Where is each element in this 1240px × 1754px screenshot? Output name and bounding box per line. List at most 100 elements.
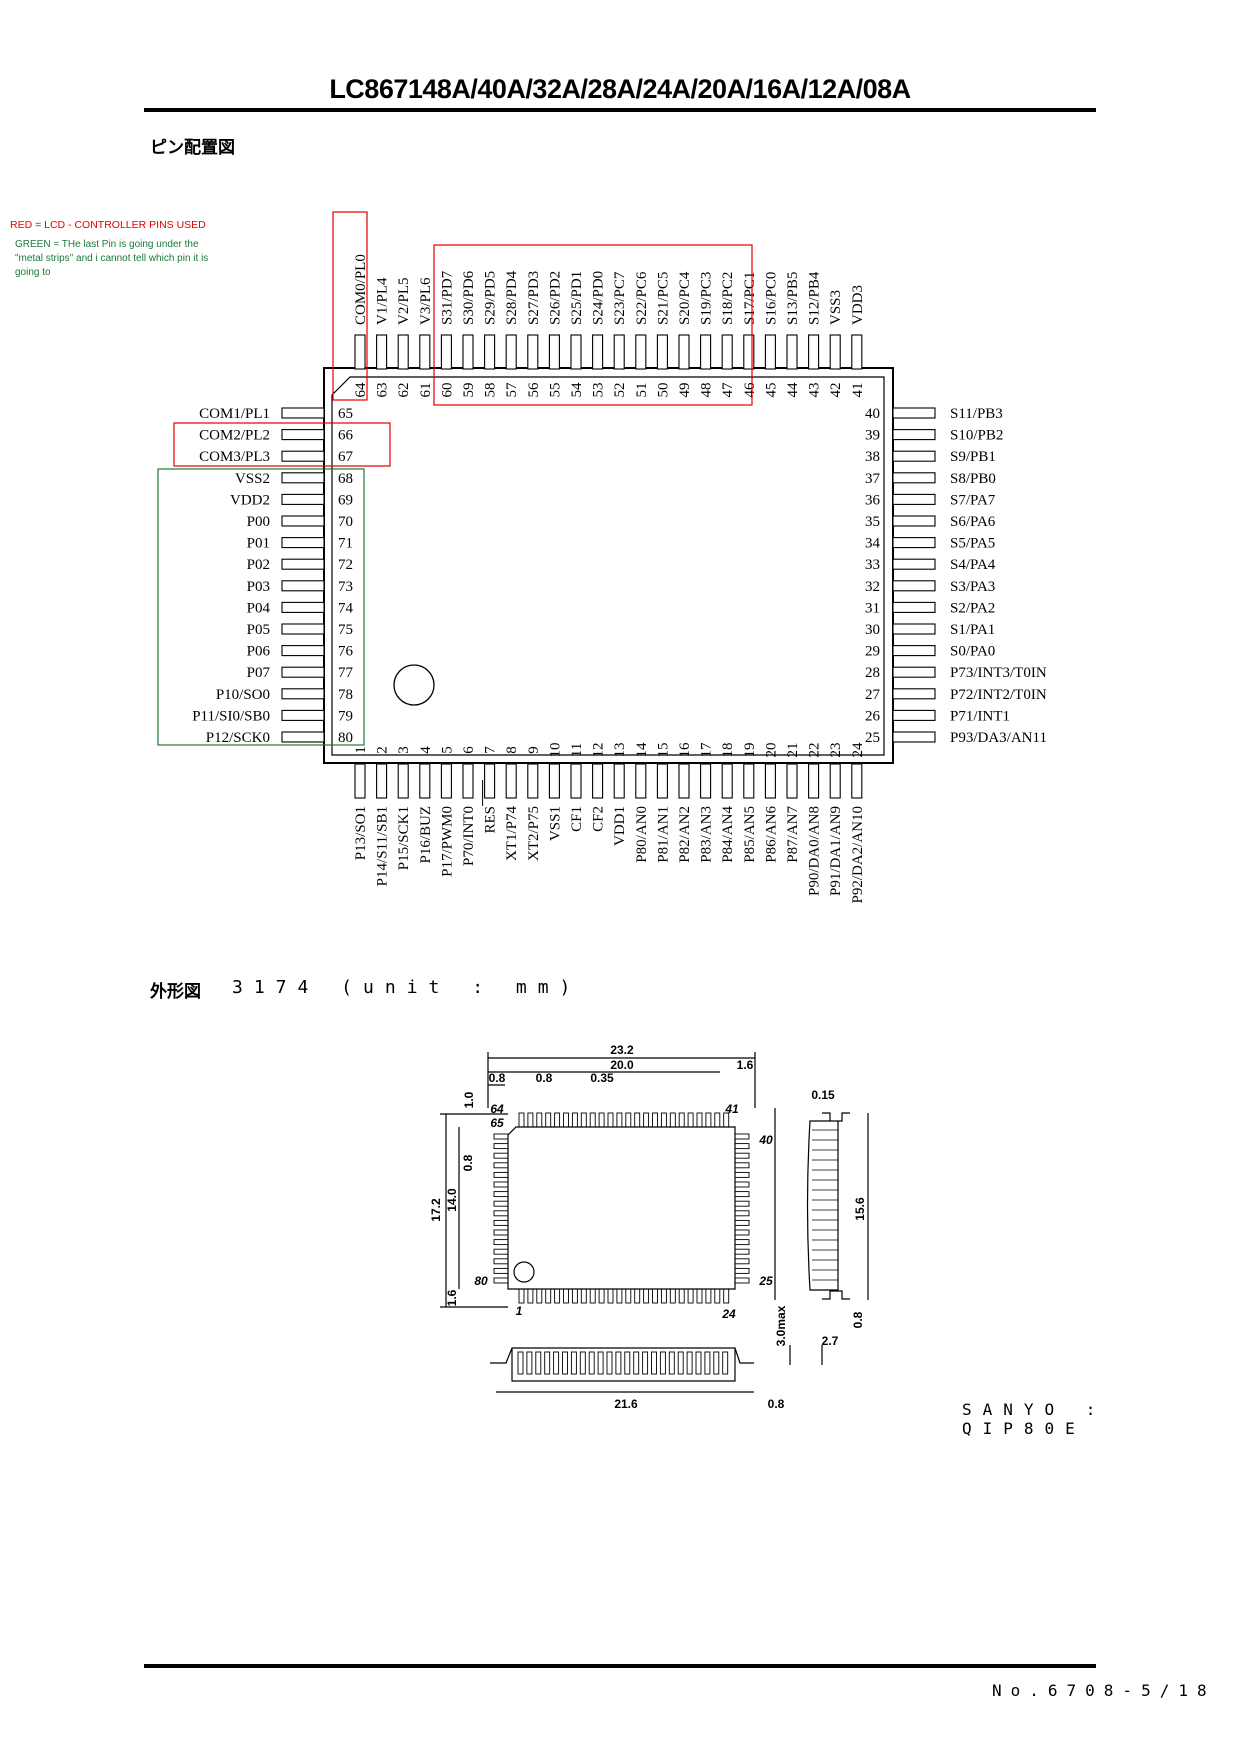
bottom-pin-number: 13 [612, 743, 628, 758]
pkg-bottom-lead [536, 1288, 543, 1304]
top-pin-name: S19/PC3 [699, 272, 715, 325]
pkg-front-lead [713, 1351, 720, 1375]
pkg-right-lead [734, 1181, 750, 1188]
left-pin-number: 70 [338, 514, 353, 530]
right-pin-number: 33 [865, 557, 880, 573]
right-pin-name: S2/PA2 [950, 600, 995, 616]
corner-label-24: 24 [721, 1307, 736, 1321]
top-pin-lead [764, 334, 776, 370]
right-pin-lead [892, 645, 936, 657]
top-pins: 64COM0/PL063V1/PL462V2/PL561V3/PL660S31/… [353, 254, 866, 397]
pkg-front-lead [526, 1351, 533, 1375]
pkg-left-lead [493, 1267, 509, 1274]
pkg-front-lead [562, 1351, 568, 1375]
bottom-pin-lead [656, 763, 668, 799]
bottom-pin-lead [484, 763, 496, 799]
left-pin-number: 71 [338, 536, 353, 552]
left-pins: 65COM1/PL166COM2/PL267COM3/PL368VSS269VD… [192, 406, 353, 746]
bottom-pin-lead [743, 763, 755, 799]
bottom-pin-name: CF1 [569, 806, 585, 832]
corner-label-41: 41 [724, 1102, 739, 1116]
top-pin-name: S21/PC5 [655, 272, 671, 325]
pkg-right-lead [734, 1267, 750, 1274]
top-pin-number: 47 [720, 382, 736, 398]
pkg-bottom-lead [669, 1288, 676, 1304]
pkg-top-lead [669, 1112, 676, 1128]
left-pin-number: 73 [338, 579, 353, 595]
bottom-pin-lead [721, 763, 733, 799]
package-side-view [806, 1112, 850, 1300]
left-pin-lead [281, 731, 325, 743]
bottom-pin-lead [808, 763, 820, 799]
top-pin-lead [613, 334, 625, 370]
pkg-top-lead [580, 1112, 587, 1128]
right-pin-name: S1/PA1 [950, 622, 995, 638]
bottom-pin-lead [786, 763, 798, 799]
left-pin-lead [281, 515, 325, 527]
bottom-pin-number: 6 [461, 746, 477, 754]
right-pin-number: 37 [865, 471, 881, 487]
pkg-top-lead [616, 1112, 623, 1128]
left-pin-number: 67 [338, 449, 354, 465]
left-pin-name: P01 [247, 536, 270, 552]
bottom-pin-lead [764, 763, 776, 799]
red-highlight-segment-pins [433, 244, 753, 406]
bottom-pin-number: 10 [547, 743, 563, 758]
top-pin-lead [721, 334, 733, 370]
pkg-top-lead [625, 1112, 632, 1128]
bottom-pin-number: 8 [504, 746, 520, 754]
pkg-left-lead [493, 1191, 509, 1198]
bottom-pin-name: P81/AN1 [655, 806, 671, 863]
pkg-bottom-lead [696, 1288, 703, 1304]
bottom-pin-lead [851, 763, 863, 799]
bottom-pin-number: 19 [742, 743, 758, 758]
bottom-pin-number: 23 [828, 743, 844, 758]
pkg-front-lead [544, 1351, 551, 1375]
right-pin-number: 26 [865, 708, 881, 724]
bottom-pin-number: 20 [763, 743, 779, 758]
bottom-pin-number: 17 [699, 742, 715, 758]
footer-rule [144, 1664, 1096, 1668]
pkg-left-lead [493, 1133, 509, 1140]
pkg-left-lead [493, 1248, 509, 1255]
right-pin-name: P72/INT2/T0IN [950, 687, 1047, 703]
pkg-front-lead [535, 1351, 542, 1375]
pkg-front-lead [642, 1351, 649, 1375]
right-pin-name: S6/PA6 [950, 514, 996, 530]
top-pin-name: S18/PC2 [720, 272, 736, 325]
dim-bottom-width: 21.6 [614, 1397, 638, 1411]
left-pin-name: P11/SI0/SB0 [192, 708, 270, 724]
pkg-top-lead [696, 1112, 703, 1128]
pkg-front-lead [615, 1351, 622, 1375]
bottom-pin-name: XT2/P75 [526, 806, 542, 861]
bottom-pin-number: 3 [396, 746, 412, 754]
bottom-pin-number: 22 [807, 743, 823, 758]
pkg-left-lead [493, 1239, 509, 1246]
bottom-pin-lead [570, 763, 582, 799]
right-pin-lead [892, 537, 936, 549]
bottom-pin-name: P87/AN7 [785, 806, 801, 863]
left-pin-lead [281, 580, 325, 592]
dim-pitch: 0.8 [536, 1071, 553, 1085]
left-pin-name: P04 [247, 600, 271, 616]
pkg-left-lead [493, 1200, 509, 1207]
top-pin-name: S24/PD0 [591, 271, 607, 325]
pkg-bottom-lead [527, 1288, 534, 1304]
left-pin-number: 80 [338, 730, 353, 746]
top-pin-lead [786, 334, 798, 370]
bottom-pin-lead [397, 763, 409, 799]
top-pin-number: 56 [526, 382, 542, 398]
pkg-right-lead [734, 1152, 750, 1159]
dim-body-height: 14.0 [445, 1188, 459, 1212]
top-pin-number: 42 [828, 383, 844, 398]
right-pin-number: 31 [865, 600, 880, 616]
bottom-pin-number: 14 [634, 742, 650, 758]
pkg-bottom-lead [580, 1288, 587, 1304]
header-rule [144, 108, 1096, 112]
pkg-right-lead [734, 1133, 750, 1140]
pin-layout-heading: ピン配置図 [150, 138, 235, 158]
dim-lead-width: 0.35 [590, 1071, 614, 1085]
right-pin-name: P93/DA3/AN11 [950, 730, 1047, 746]
pkg-right-lead [734, 1210, 750, 1217]
pkg-right-lead [734, 1258, 750, 1265]
